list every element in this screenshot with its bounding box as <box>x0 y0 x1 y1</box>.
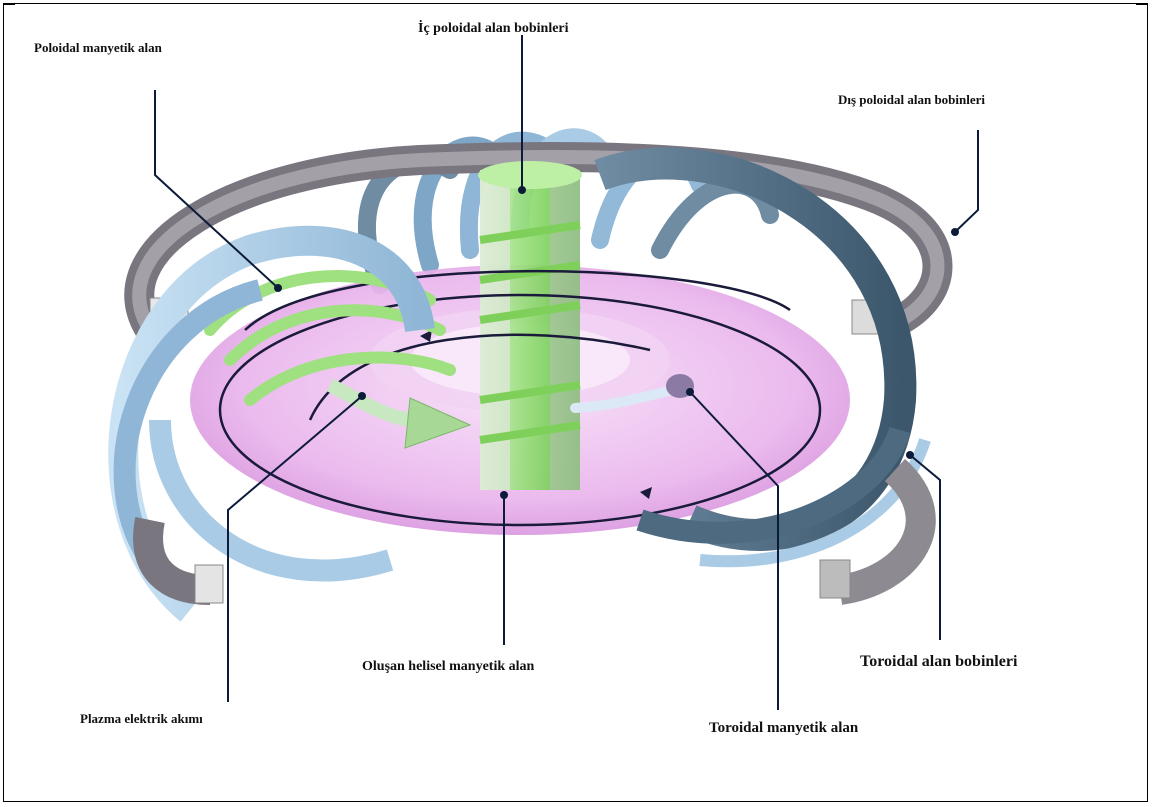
label-helical-field: Oluşan helisel manyetik alan <box>362 660 534 674</box>
label-toroidal-coils: Toroidal alan bobinleri <box>860 654 1017 670</box>
leader-outer-poloidal <box>955 130 978 232</box>
central-solenoid <box>478 161 582 490</box>
label-toroidal-field: Toroidal manyetik alan <box>709 721 858 736</box>
label-outer-poloidal-coils: Dış poloidal alan bobinleri <box>838 93 985 106</box>
label-inner-poloidal-coils: İç poloidal alan bobinleri <box>418 22 569 36</box>
label-poloidal-field: Poloidal manyetik alan <box>34 41 162 54</box>
label-plasma-current: Plazma elektrik akımı <box>80 712 203 725</box>
